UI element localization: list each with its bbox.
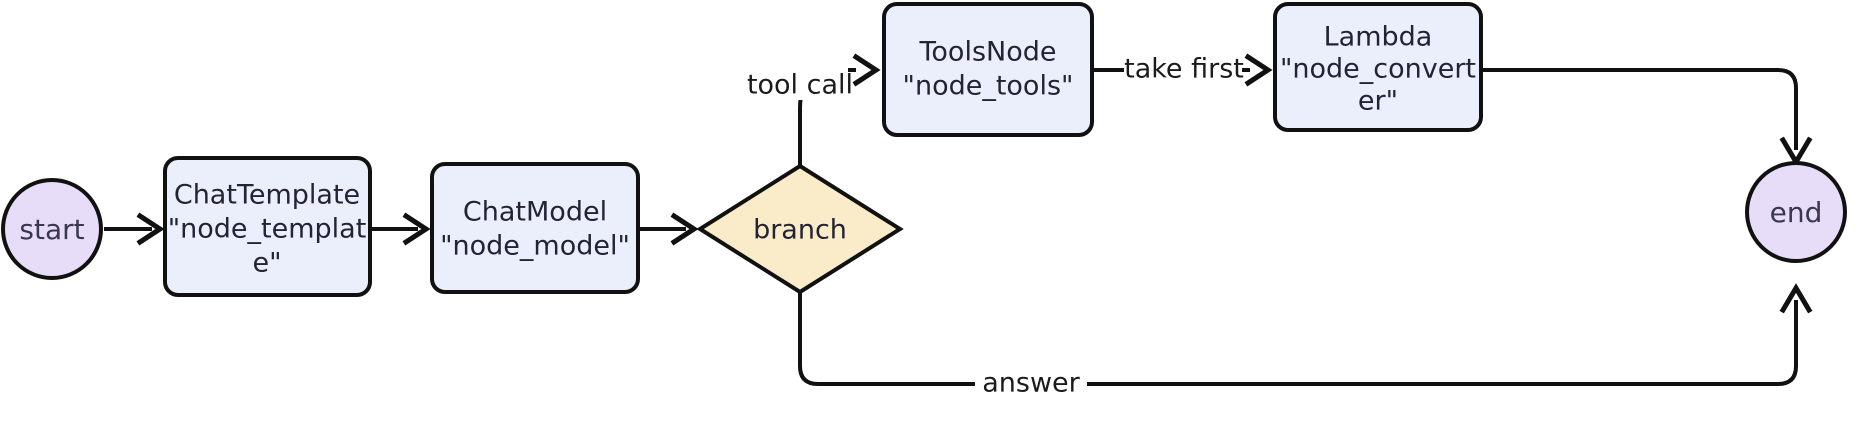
- edge-node_tools-to-node_converter: take first: [1092, 54, 1273, 87]
- edge-label-tool-call: tool call: [747, 70, 853, 101]
- edge-node_template-to-node_model: [370, 212, 431, 246]
- node-start-shape[interactable]: [1, 178, 103, 280]
- node-node_model[interactable]: ChatModel "node_model": [430, 162, 640, 294]
- node-start-label: start: [19, 213, 84, 246]
- edge-label-take-first: take first: [1124, 54, 1244, 85]
- node-node_template-label-line-2: "node_templat: [168, 214, 367, 245]
- node-start[interactable]: start: [1, 178, 103, 280]
- node-branch-shape[interactable]: [696, 163, 904, 295]
- node-node_tools[interactable]: ToolsNode "node_tools": [882, 2, 1094, 137]
- node-branch-label: branch: [753, 215, 847, 246]
- edge-branch-to-end: answer: [798, 283, 1813, 402]
- node-node_template-label-line-3: e": [252, 248, 281, 279]
- edge-node_model-to-branch: [638, 212, 699, 246]
- node-end[interactable]: end: [1745, 161, 1847, 263]
- edge-start-to-node_template: [104, 212, 165, 246]
- node-branch[interactable]: branch: [696, 163, 904, 295]
- node-end-label: end: [1770, 196, 1823, 229]
- node-node_converter[interactable]: Lambda "node_convert er": [1273, 2, 1483, 132]
- edge-node_converter-to-end: [1481, 68, 1813, 167]
- node-node_model-label-line-2: "node_model": [440, 231, 630, 262]
- node-node_converter-label-line-3: er": [1358, 86, 1398, 117]
- node-node_tools-label-line-1: ToolsNode: [919, 37, 1057, 68]
- node-node_tools-label-line-2: "node_tools": [903, 71, 1074, 102]
- node-node_model-label-line-1: ChatModel: [463, 197, 607, 228]
- node-end-shape[interactable]: [1745, 161, 1847, 263]
- node-node_converter-shape[interactable]: [1273, 2, 1483, 132]
- edge-branch-to-node_tools: tool call: [747, 53, 881, 166]
- node-node_model-shape[interactable]: [430, 162, 640, 294]
- node-node_tools-shape[interactable]: [882, 2, 1094, 137]
- node-node_template-label-line-1: ChatTemplate: [174, 180, 360, 211]
- node-node_template[interactable]: ChatTemplate "node_templat e": [163, 156, 372, 297]
- node-node_template-shape[interactable]: [163, 156, 372, 297]
- node-node_converter-label-line-1: Lambda: [1324, 22, 1433, 53]
- edge-label-answer: answer: [982, 368, 1080, 399]
- node-node_converter-label-line-2: "node_convert: [1280, 54, 1476, 85]
